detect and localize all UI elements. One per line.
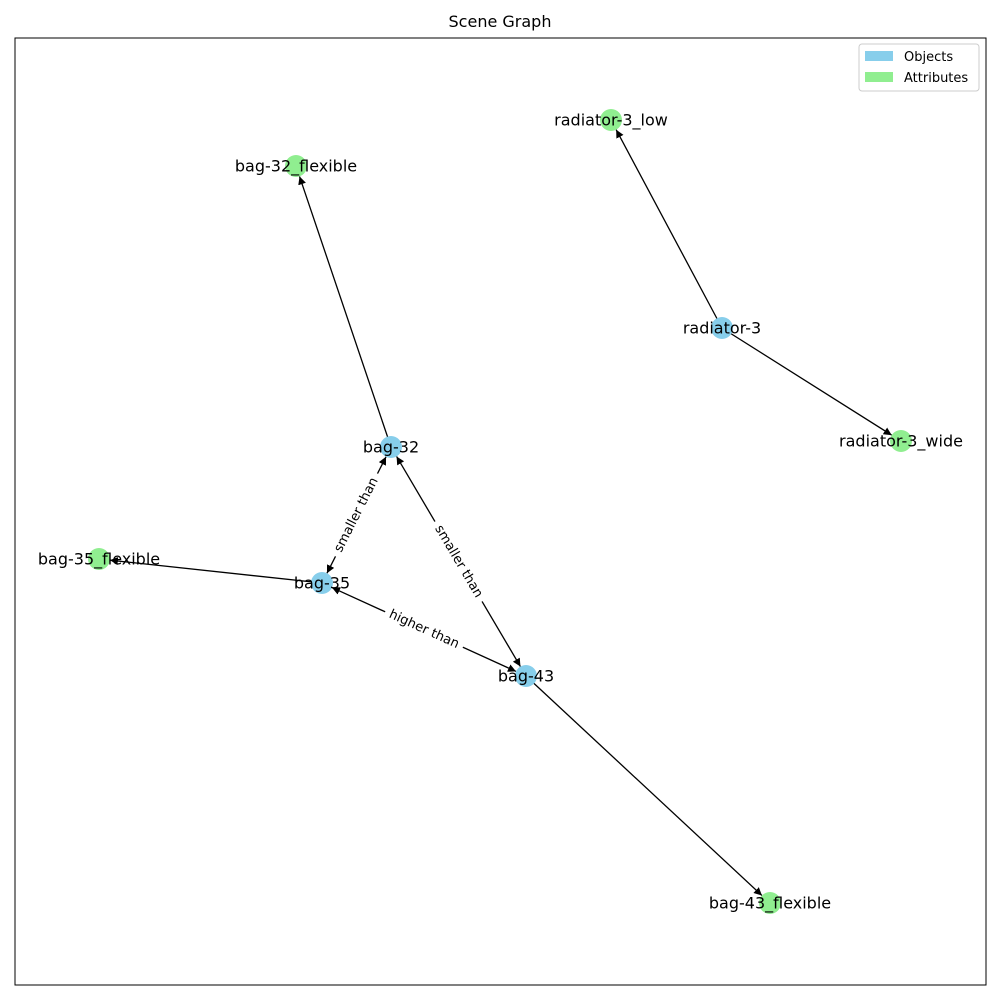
edge-bag-35-to-bag-35_flexible <box>109 557 323 584</box>
node-label-bag-43_flexible: bag-43_flexible <box>709 894 831 914</box>
node-bag-35_flexible <box>88 548 110 570</box>
node-radiator-3_wide <box>890 430 912 452</box>
edge-label-background <box>427 516 490 607</box>
node-label-radiator-3_wide: radiator-3_wide <box>839 432 963 452</box>
legend-label-objects: Objects <box>904 50 953 65</box>
node-bag-32_flexible <box>285 155 307 177</box>
node-bag-32 <box>380 436 402 458</box>
edge-bag-32-to-bag-32_flexible <box>298 176 392 448</box>
edge-label-group: higher than <box>381 603 467 656</box>
edges-layer <box>109 129 893 896</box>
node-bag-43 <box>515 665 537 687</box>
plot-frame <box>14 37 987 986</box>
edge-bag-43-to-bag-43_flexible <box>525 675 763 896</box>
legend-swatch-objects <box>865 51 893 61</box>
node-radiator-3 <box>711 317 733 339</box>
node-label-radiator-3_low: radiator-3_low <box>554 111 668 131</box>
node-label-bag-32_flexible: bag-32_flexible <box>235 157 357 177</box>
node-radiator-3_low <box>600 109 622 131</box>
node-label-bag-35_flexible: bag-35_flexible <box>38 550 160 570</box>
node-bag-43_flexible <box>759 892 781 914</box>
edge-label: smaller than <box>331 475 381 555</box>
node-label-bag-32: bag-32 <box>363 438 419 457</box>
edge-labels-layer: smaller than smaller than higher than <box>327 469 490 656</box>
node-label-bag-35: bag-35 <box>294 574 350 593</box>
edge-label: smaller than <box>431 523 485 601</box>
nodes-layer <box>88 109 912 914</box>
edge-label-background <box>381 603 467 656</box>
edge-radiator-3-to-radiator-3_wide <box>721 327 893 436</box>
node-label-bag-43: bag-43 <box>498 667 554 686</box>
legend-label-attributes: Attributes <box>904 71 968 86</box>
node-bag-35 <box>311 572 333 594</box>
legend-swatch-attributes <box>865 72 893 82</box>
edge-label: higher than <box>387 607 462 652</box>
edge-label-group: smaller than <box>427 516 490 607</box>
edge-label-background <box>327 469 386 561</box>
edge-label-group: smaller than <box>327 469 386 561</box>
edge-radiator-3-to-radiator-3_low <box>615 129 723 329</box>
node-labels-layer: bag-32 bag-35 bag-43 radiator-3 bag-32_flexi… <box>38 111 963 914</box>
legend: Objects Attributes <box>858 43 980 92</box>
graph-title: Scene Graph <box>448 12 552 31</box>
node-label-radiator-3: radiator-3 <box>683 319 761 338</box>
